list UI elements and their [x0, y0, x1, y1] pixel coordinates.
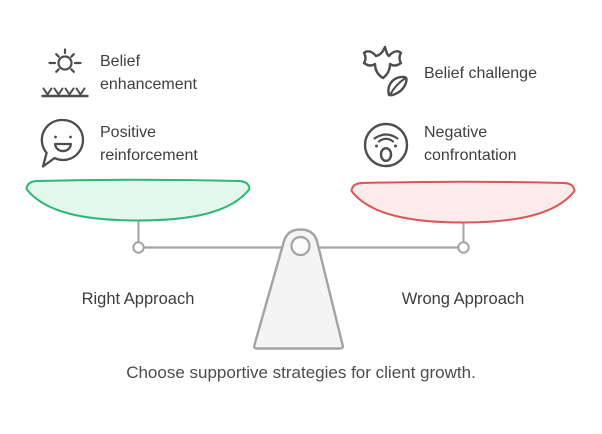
diagram-caption: Choose supportive strategies for client …	[126, 363, 476, 382]
leaf-icon	[360, 44, 414, 102]
right-beam-joint	[457, 241, 470, 254]
positive-reinforcement-label: Positive reinforcement	[100, 124, 198, 164]
wrong-approach-label: Wrong Approach	[401, 290, 525, 308]
right-pan-red	[350, 180, 576, 224]
left-pan-green	[25, 178, 251, 222]
belief-enhancement-label: Belief enhancement	[100, 53, 197, 93]
right-approach-label: Right Approach	[81, 290, 195, 308]
sun-over-sprouts-icon	[40, 46, 90, 100]
fulcrum-triangle	[252, 228, 345, 350]
belief-challenge-label: Belief challenge	[424, 65, 537, 82]
fulcrum-pivot-hole	[290, 235, 311, 257]
left-beam-joint	[132, 241, 145, 254]
smiley-speech-bubble-icon	[36, 116, 88, 170]
negative-confrontation-label: Negative confrontation	[424, 124, 517, 164]
shocked-face-icon	[362, 121, 410, 169]
